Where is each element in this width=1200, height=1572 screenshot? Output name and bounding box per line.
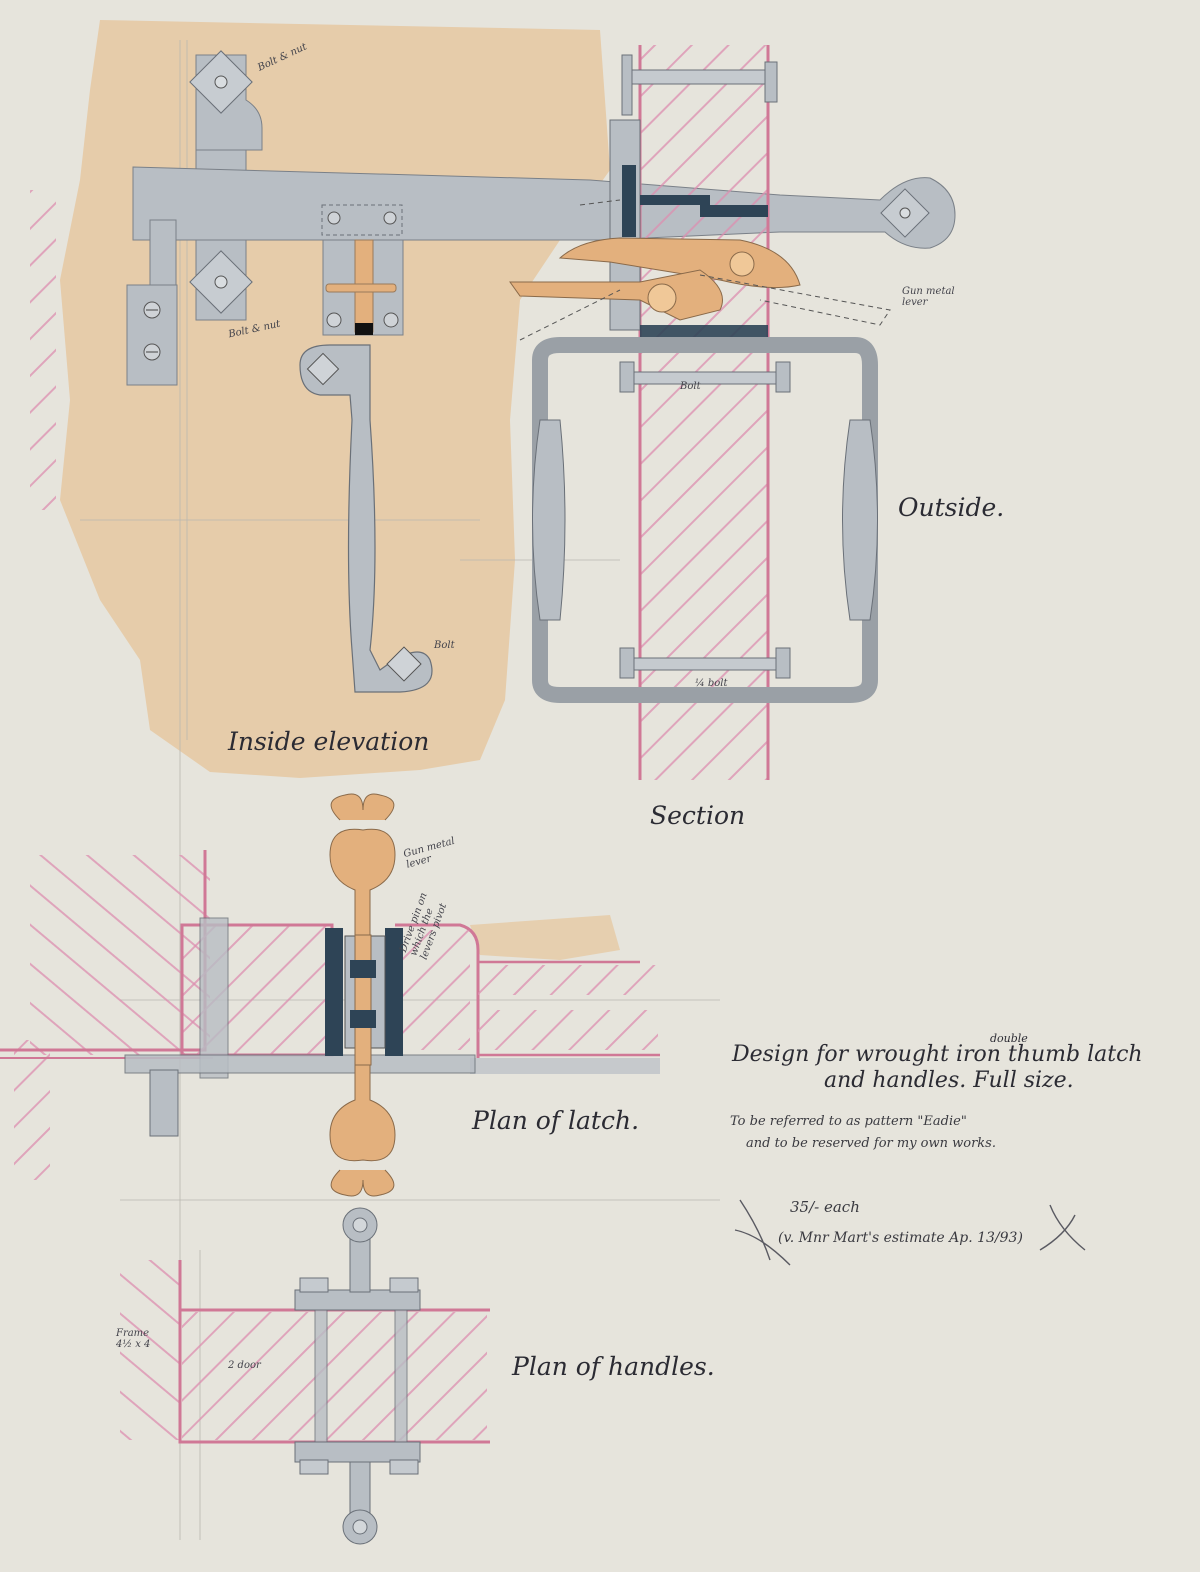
title-line1-insert: double bbox=[990, 1032, 1028, 1045]
stain-patch bbox=[470, 915, 620, 960]
plan-lever-lower bbox=[329, 1064, 396, 1197]
outside-handle bbox=[532, 337, 878, 703]
title-line1-prefix: Design for wrought iron bbox=[732, 1042, 1001, 1067]
title-line2: and handles. Full size. bbox=[824, 1068, 1074, 1093]
view-label-plan-of-handles: Plan of handles. bbox=[512, 1352, 715, 1381]
wall-hatch-left-lower bbox=[14, 1040, 50, 1180]
view-label-inside-elevation: Inside elevation bbox=[228, 727, 430, 756]
callout-bolt-handle: Bolt bbox=[434, 640, 455, 651]
callout-door: 2 door bbox=[228, 1360, 261, 1371]
plan-of-latch-drawing bbox=[0, 793, 660, 1197]
callout-gun-metal-lever-section: Gun metal lever bbox=[902, 286, 955, 308]
view-label-plan-of-latch: Plan of latch. bbox=[472, 1106, 640, 1135]
view-label-outside: Outside. bbox=[898, 493, 1005, 522]
title-line1-suffix: thumb latch bbox=[1007, 1042, 1143, 1067]
note-estimate: (v. Mnr Mart's estimate Ap. 13/93) bbox=[778, 1230, 1023, 1246]
view-label-section: Section bbox=[650, 801, 746, 830]
wall-hatch-left bbox=[30, 190, 56, 510]
callout-frame-size: Frame 4½ x 4 bbox=[116, 1328, 151, 1350]
inside-handle bbox=[299, 344, 433, 693]
note-price: 35/- each bbox=[790, 1198, 860, 1216]
drawing-title: Design for wrought iron double thumb lat… bbox=[732, 1032, 1143, 1094]
plan-of-handles-drawing bbox=[120, 1207, 490, 1545]
note-reference-line1: To be referred to as pattern "Eadie" bbox=[730, 1114, 967, 1129]
callout-quarter-bolt: ¼ bolt bbox=[695, 678, 728, 689]
section-drawing bbox=[509, 45, 891, 780]
note-reference-line2: and to be reserved for my own works. bbox=[746, 1136, 996, 1151]
cross-marks bbox=[734, 1199, 1086, 1266]
callout-bolt-section: Bolt bbox=[680, 381, 701, 392]
